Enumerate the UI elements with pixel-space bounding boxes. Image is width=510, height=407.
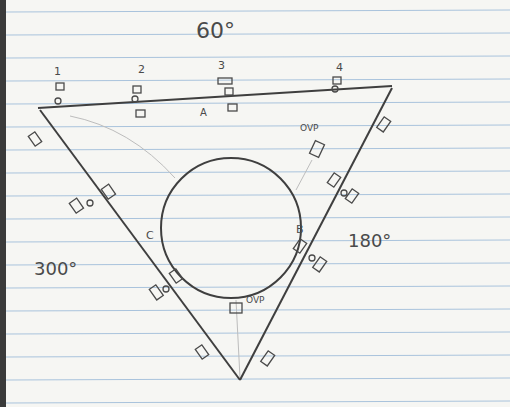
faint-guides xyxy=(70,116,312,378)
point-letter: A xyxy=(200,108,207,118)
point-letter: C xyxy=(146,230,154,241)
device-label: OVP xyxy=(300,124,319,133)
paper-edge xyxy=(0,0,6,407)
pencil-outline xyxy=(38,86,392,380)
angle-label: 300° xyxy=(34,260,77,278)
angle-label: 60° xyxy=(196,20,235,42)
position-number: 2 xyxy=(138,64,145,75)
position-number: 4 xyxy=(336,62,343,73)
angle-label: 180° xyxy=(348,232,391,250)
point-letter: B xyxy=(296,224,304,235)
position-number: 3 xyxy=(218,60,225,71)
ruled-lines xyxy=(6,10,510,403)
device-symbols xyxy=(28,77,390,366)
position-number: 1 xyxy=(54,66,61,77)
device-label: OVP xyxy=(246,296,265,305)
